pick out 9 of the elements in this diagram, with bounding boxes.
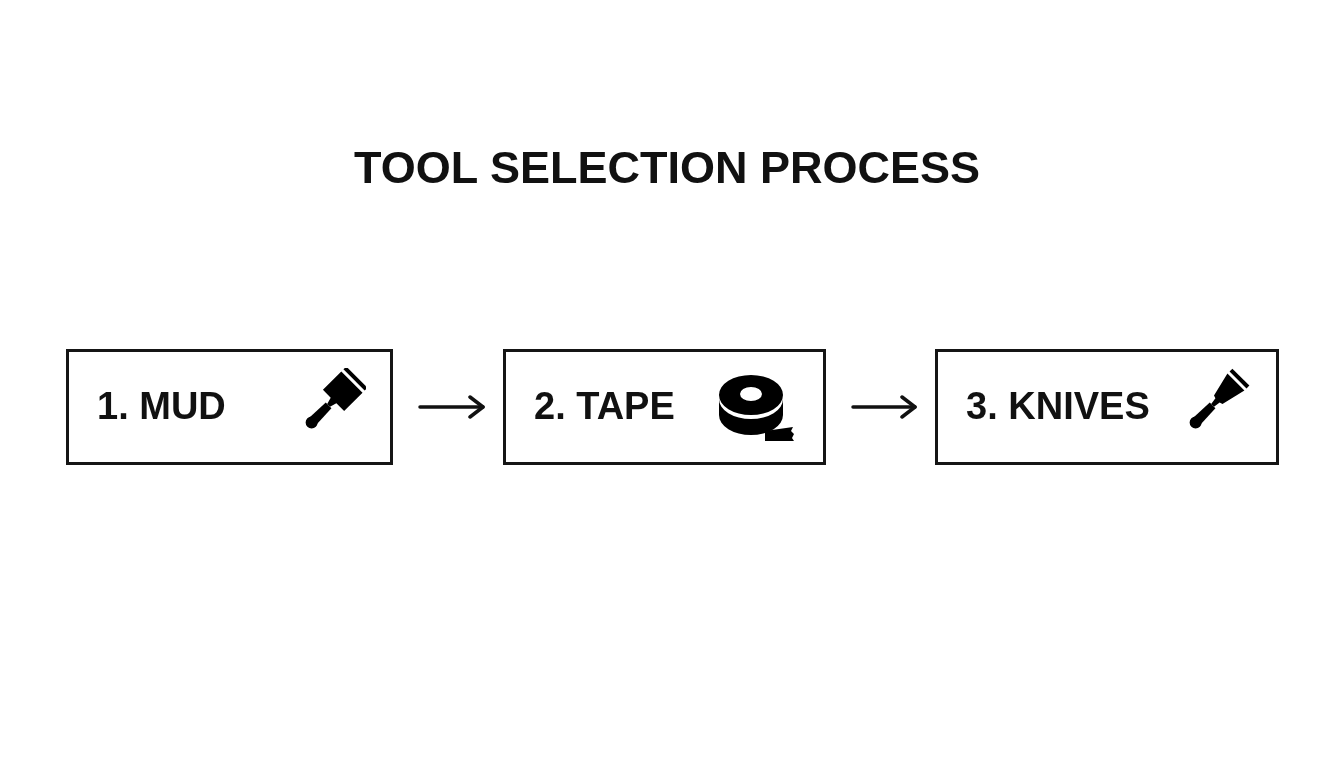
diagram-title: TOOL SELECTION PROCESS bbox=[354, 143, 980, 193]
step-box bbox=[935, 349, 1279, 465]
step-label: 1. MUD bbox=[97, 385, 226, 429]
step-label: 2. TAPE bbox=[534, 385, 675, 429]
step-box bbox=[503, 349, 826, 465]
step-box bbox=[66, 349, 393, 465]
arrow bbox=[418, 395, 485, 419]
step-label: 3. KNIVES bbox=[966, 385, 1150, 429]
arrow bbox=[851, 395, 917, 419]
